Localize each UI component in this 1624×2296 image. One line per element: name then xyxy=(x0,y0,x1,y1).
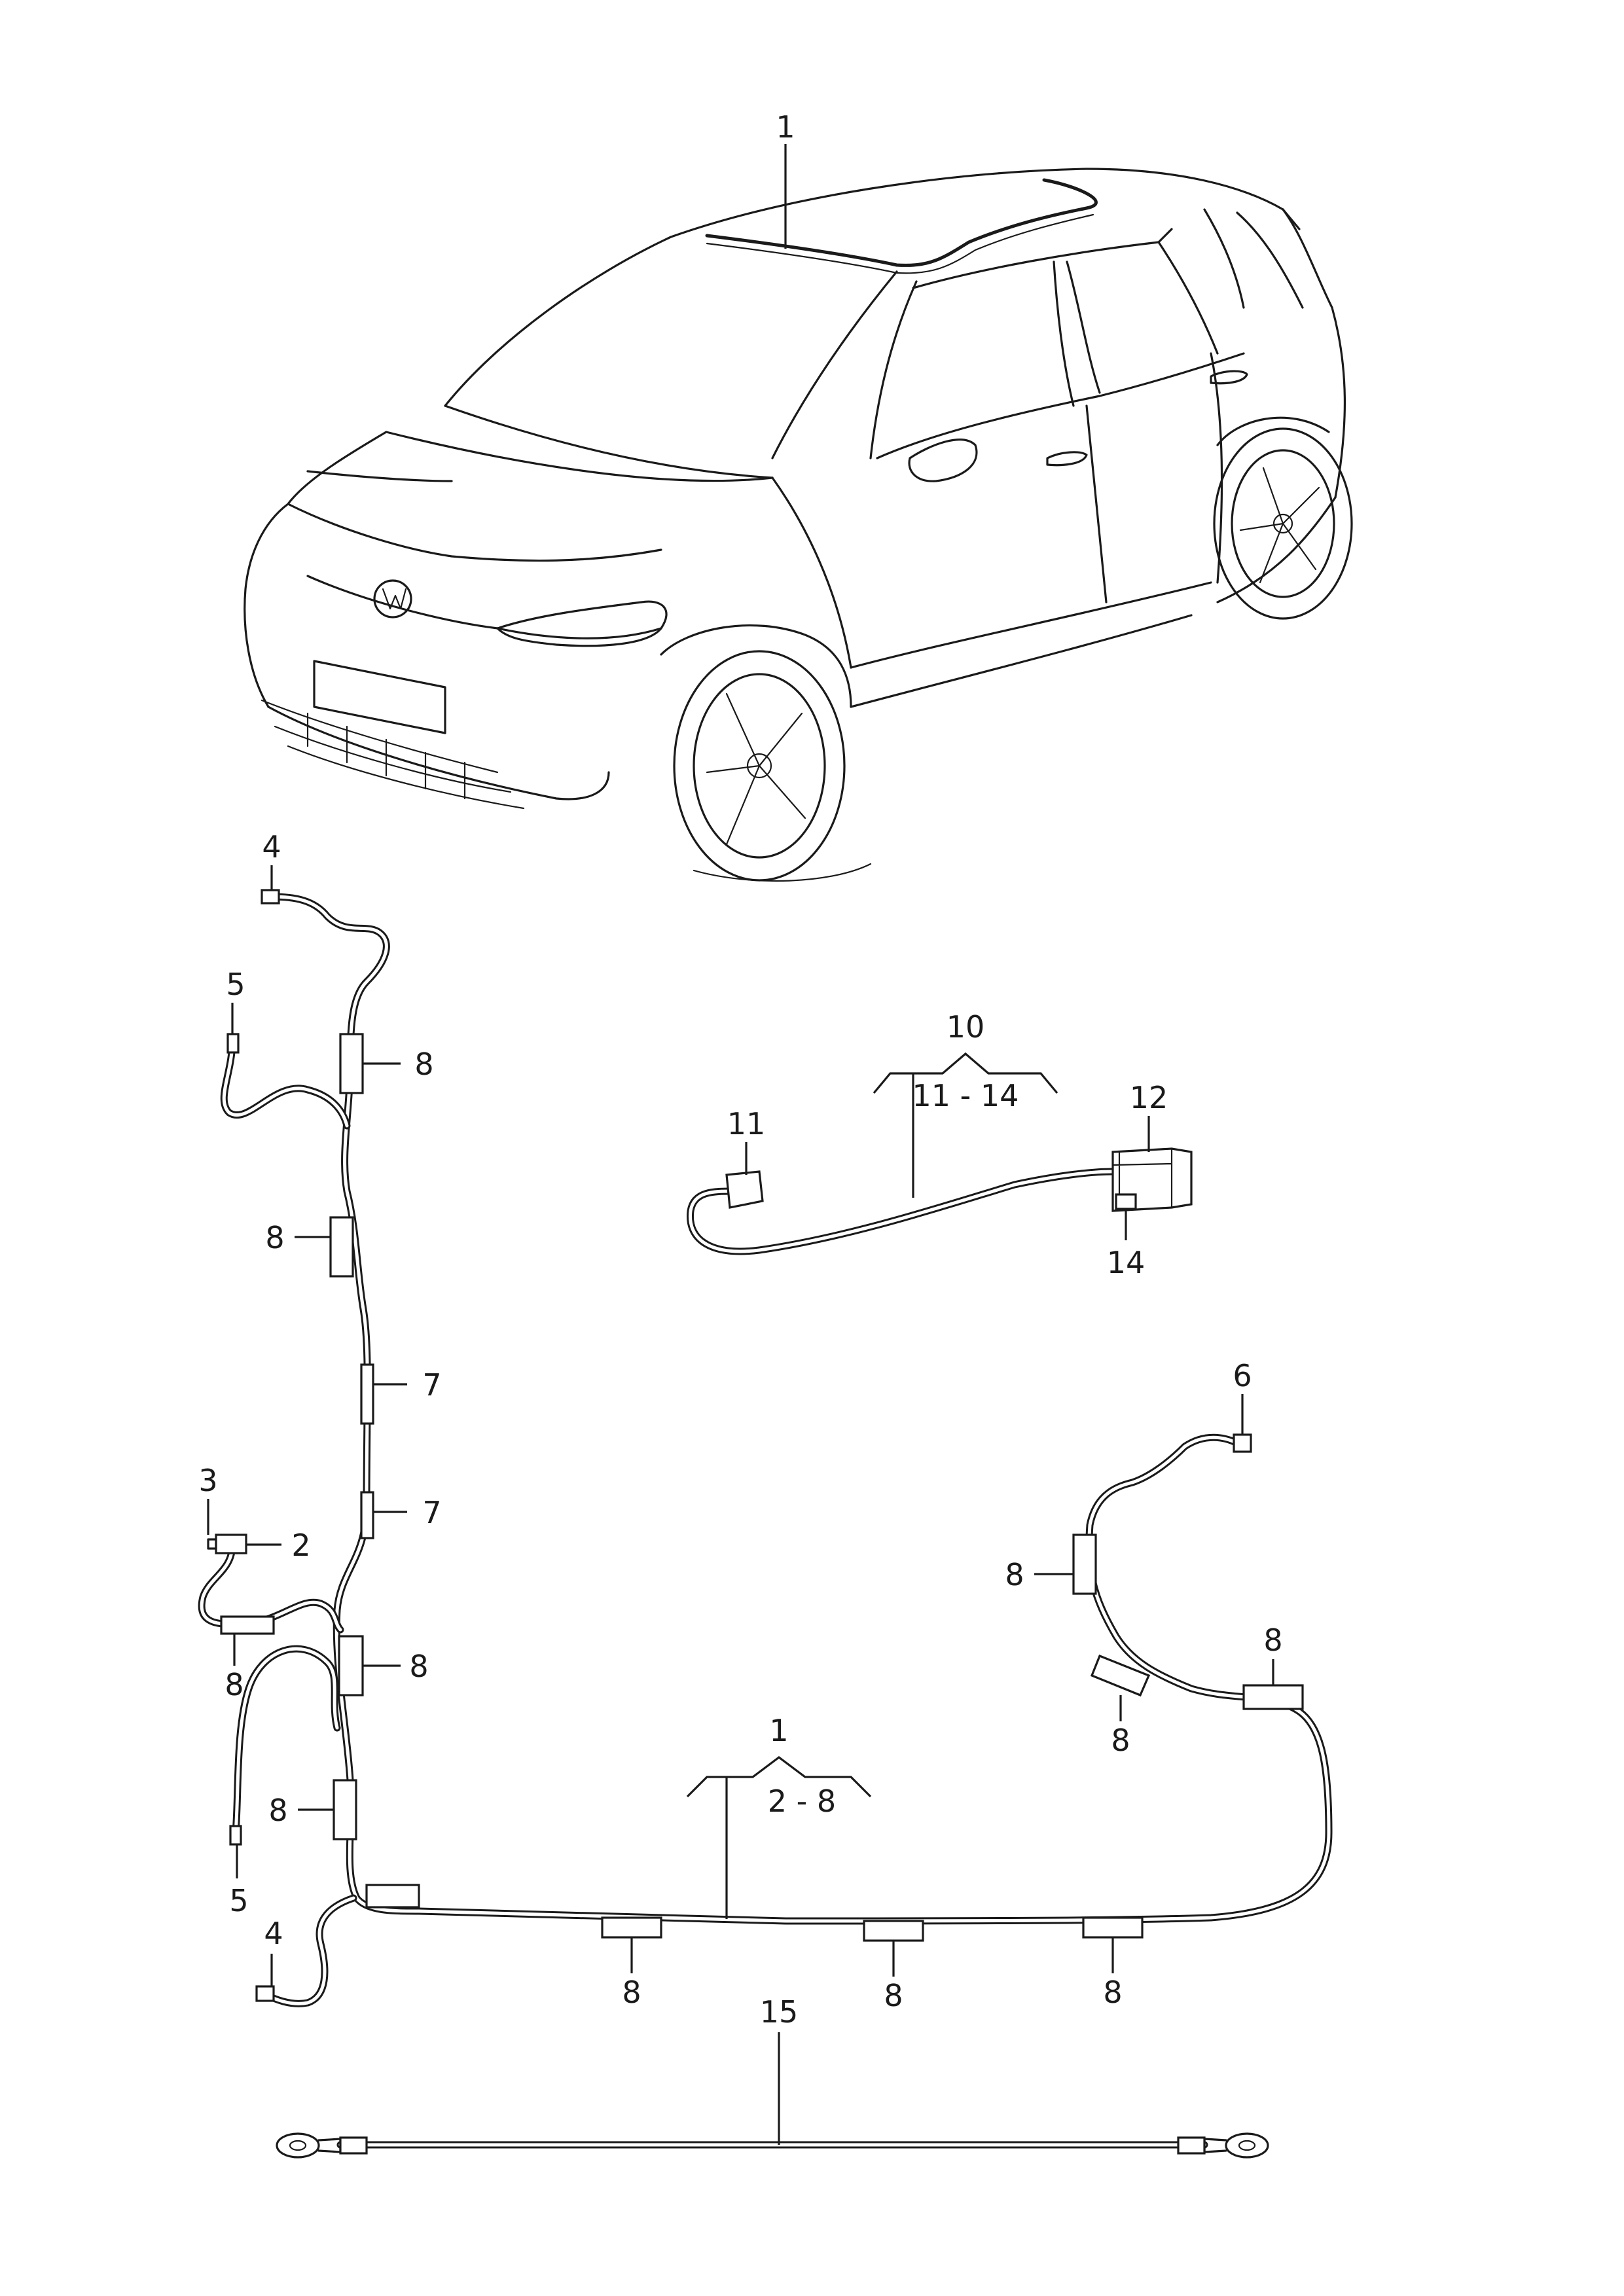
sensor-connector-4-top xyxy=(261,889,280,905)
callout-6: 6 xyxy=(1233,1358,1252,1393)
callout-8-e: 8 xyxy=(268,1793,287,1828)
callout-8-b: 8 xyxy=(265,1220,284,1255)
leader-lines xyxy=(207,144,1274,2145)
bracket-8-start xyxy=(365,1884,420,1909)
callout-10: 10 xyxy=(947,1009,985,1045)
callout-8-h: 8 xyxy=(1103,1975,1122,2010)
callout-5-bottom: 5 xyxy=(229,1883,248,1918)
sensor-connector-5-bottom xyxy=(229,1825,242,1846)
callout-8-f: 8 xyxy=(622,1975,641,2010)
seal-3 xyxy=(207,1538,217,1550)
adapter-harness xyxy=(686,1147,1193,1255)
callout-7-a: 7 xyxy=(422,1367,441,1403)
ground-strap xyxy=(276,2132,1269,2159)
callout-labels: 1 4 5 8 8 7 7 3 2 8 8 8 5 4 8 8 8 8 8 8 … xyxy=(198,109,1282,2030)
callout-11: 11 xyxy=(727,1106,766,1141)
bracket-8-c xyxy=(220,1615,275,1635)
bracket-8-f xyxy=(601,1916,662,1939)
connector-7-upper xyxy=(360,1363,374,1425)
bracket-8-b xyxy=(329,1216,354,1278)
callout-8-g: 8 xyxy=(884,1978,903,2013)
bracket-8-h xyxy=(1082,1916,1144,1939)
callout-1-main-range: 2 - 8 xyxy=(768,1784,836,1819)
callout-8-j: 8 xyxy=(1111,1723,1130,1758)
callout-1-main: 1 xyxy=(769,1713,788,1748)
secondary-lock-14 xyxy=(1115,1193,1137,1210)
callout-3: 3 xyxy=(198,1463,217,1498)
callout-4-top: 4 xyxy=(262,829,281,865)
callout-7-b: 7 xyxy=(422,1495,441,1530)
callout-4-bottom: 4 xyxy=(264,1916,283,1951)
callout-15: 15 xyxy=(760,1994,799,2030)
bracket-8-i xyxy=(1072,1534,1097,1595)
sensor-connector-6 xyxy=(1233,1433,1252,1453)
car-illustration xyxy=(244,168,1353,882)
bracket-8-k xyxy=(1242,1684,1304,1710)
sensor-connector-4-bottom xyxy=(255,1985,275,2002)
bracket-8-a xyxy=(339,1033,364,1094)
bracket-8-g xyxy=(863,1920,924,1942)
ring-terminal-left xyxy=(276,2132,320,2159)
connector-7-lower xyxy=(360,1491,374,1539)
callout-2: 2 xyxy=(291,1528,310,1563)
callout-10-range: 11 - 14 xyxy=(912,1078,1019,1113)
callout-8-i: 8 xyxy=(1005,1557,1024,1592)
callout-8-k: 8 xyxy=(1263,1623,1282,1658)
main-harness xyxy=(198,889,1333,2007)
callout-14: 14 xyxy=(1107,1245,1146,1280)
connector-11 xyxy=(725,1170,764,1209)
ring-terminal-right xyxy=(1225,2132,1269,2159)
sensor-connector-2 xyxy=(215,1534,247,1554)
bracket-8-j xyxy=(1090,1654,1151,1697)
callout-8-d: 8 xyxy=(409,1649,428,1684)
callout-8-a: 8 xyxy=(414,1047,433,1082)
callout-1-top: 1 xyxy=(776,109,795,145)
sensor-connector-5-top xyxy=(226,1033,240,1054)
bracket-8-d xyxy=(338,1635,364,1696)
bracket-8-e xyxy=(333,1779,357,1840)
callout-8-c: 8 xyxy=(225,1667,244,1702)
callout-5-top: 5 xyxy=(226,967,245,1002)
callout-12: 12 xyxy=(1130,1080,1168,1115)
